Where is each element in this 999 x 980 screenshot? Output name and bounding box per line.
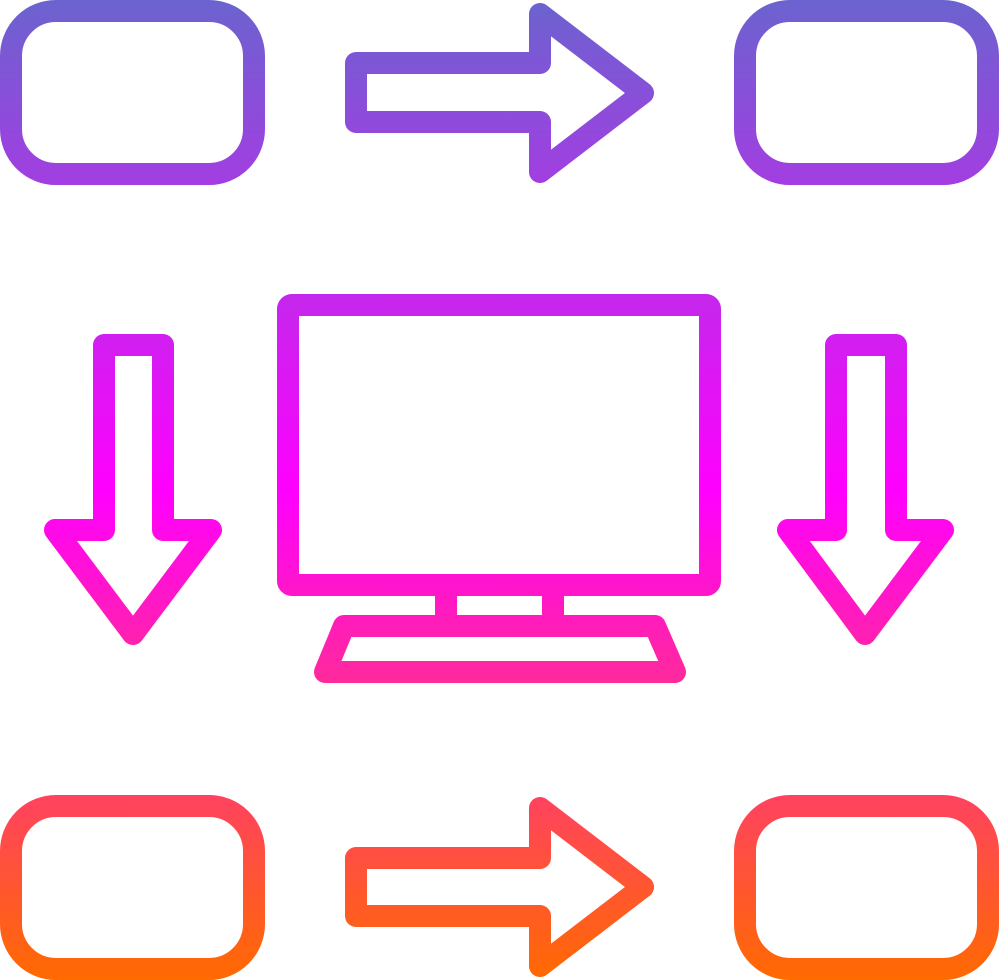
top-right-box-icon <box>734 0 999 185</box>
left-down-arrow-icon <box>44 334 222 645</box>
monitor-stand-base-icon <box>314 615 686 683</box>
top-left-box-icon <box>0 0 265 185</box>
right-down-arrow-icon <box>777 334 954 645</box>
bottom-right-box-icon <box>734 795 999 980</box>
bottom-right-arrow-icon <box>345 797 654 977</box>
monitor-screen-icon <box>277 294 721 596</box>
top-right-arrow-icon <box>345 3 654 183</box>
bottom-left-box-icon <box>0 795 265 980</box>
